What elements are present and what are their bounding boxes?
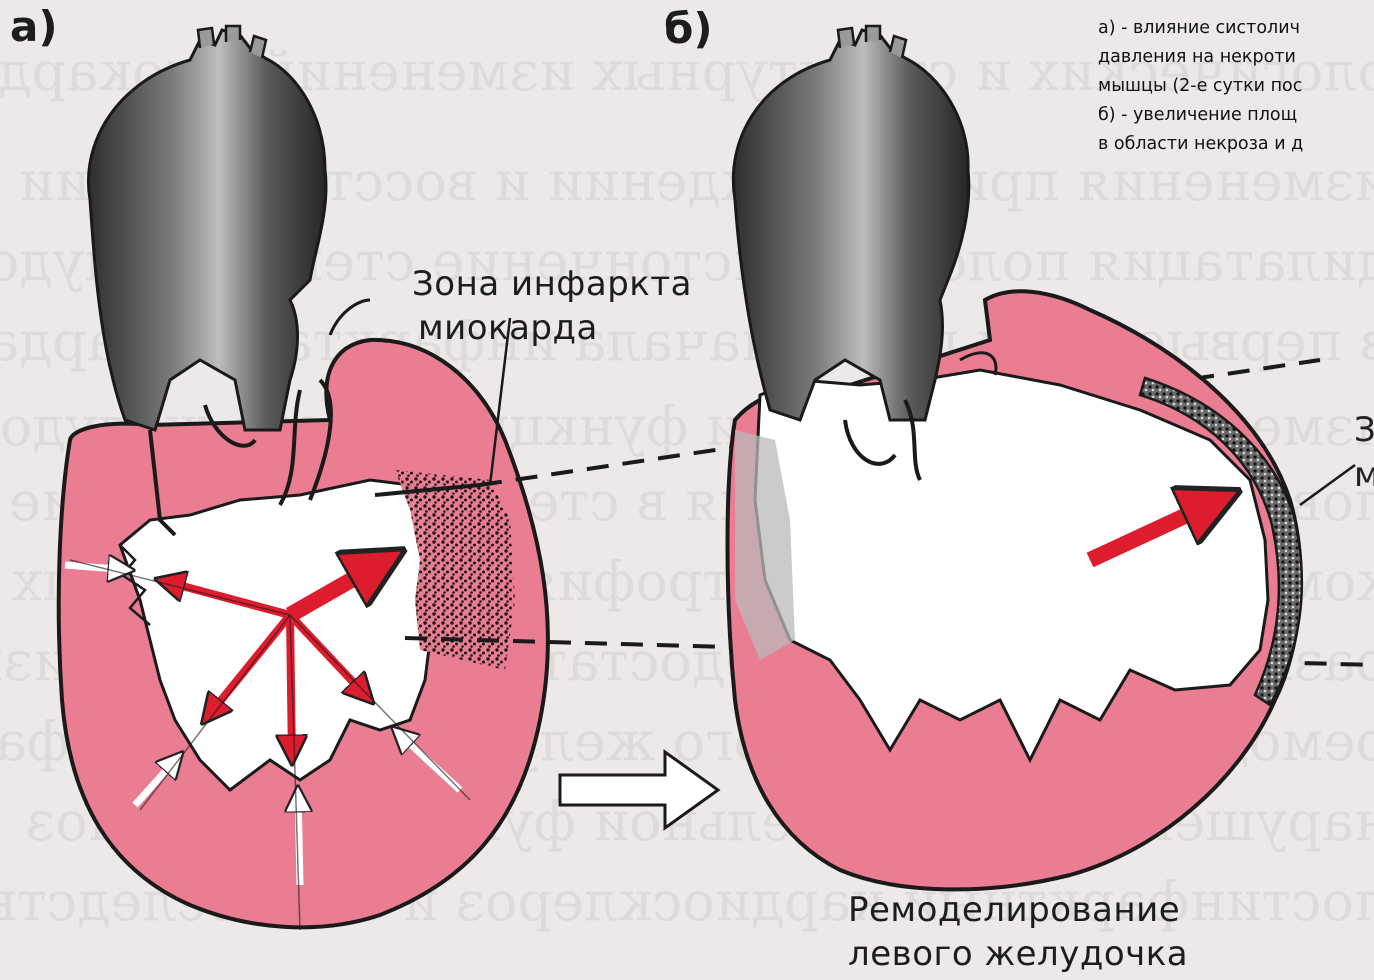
remodeling-label: Ремоделирование левого желудочка	[848, 888, 1188, 976]
heart-a	[59, 26, 548, 930]
aorta-a	[88, 30, 326, 430]
remodeling-line-2: левого желудочка	[848, 932, 1188, 976]
aorta-b	[733, 30, 968, 420]
cut-label-bottom: м	[1354, 455, 1374, 495]
caption-line-4: б) - увеличение площ	[1098, 101, 1374, 130]
infarct-zone-label: Зона инфаркта миокарда	[412, 262, 692, 350]
caption-line-5: в области некроза и д	[1098, 130, 1374, 159]
panel-label-a: а)	[10, 2, 58, 51]
infarct-zone-line-1: Зона инфаркта	[412, 262, 692, 306]
caption-line-3: мышцы (2-е сутки пос	[1098, 72, 1374, 101]
infarct-zone-line-2: миокарда	[412, 306, 692, 350]
transition-arrow	[560, 752, 718, 828]
cut-label-top: З	[1354, 410, 1374, 450]
caption-line-2: давления на некроти	[1098, 43, 1374, 72]
caption: а) - влияние систолич давления на некрот…	[1098, 14, 1374, 159]
panel-label-b: б)	[664, 4, 713, 53]
remodeling-line-1: Ремоделирование	[848, 888, 1188, 932]
caption-line-1: а) - влияние систолич	[1098, 14, 1374, 43]
